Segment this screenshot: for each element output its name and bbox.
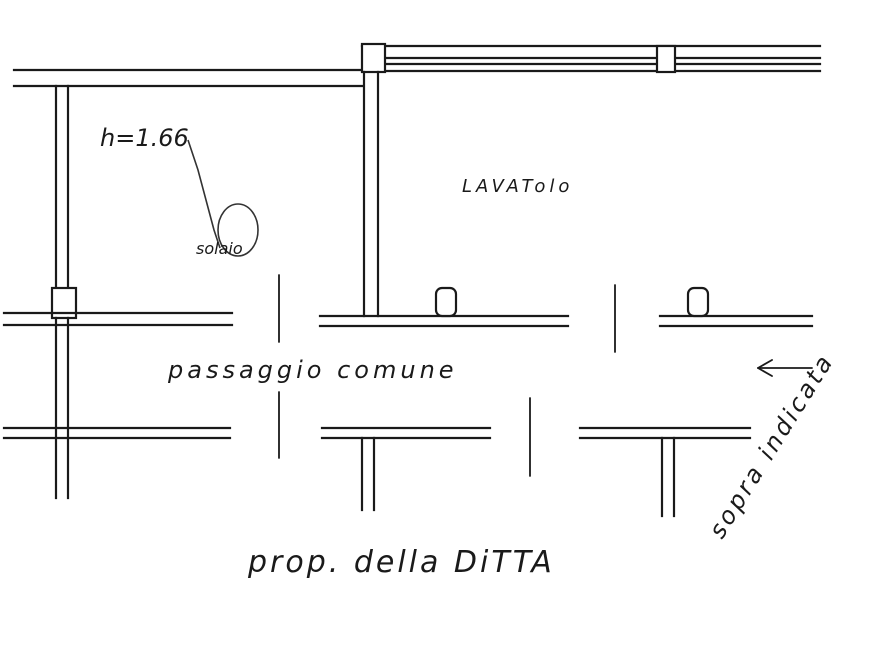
sopra-label: sopra indicata [703,348,839,543]
pillar-upper-right [686,286,710,318]
top-wall-left [12,68,364,88]
passaggio-label: passaggio comune [167,356,458,384]
pillar-upper-mid [434,286,458,318]
solaio-sketch [187,139,259,257]
arrow-left [757,359,813,377]
corridor-upper-wall [2,286,814,328]
top-wall-right [360,42,822,74]
door-markers [278,274,616,477]
corridor-lower-wall [2,426,752,518]
solaio-label: solaio [196,239,243,258]
proprieta-label: prop. della DiTTA [247,545,555,580]
pillar-top-right [655,44,677,74]
lavatoio-label: LAVATolo [462,176,573,197]
left-vertical-wall [50,84,78,500]
pillar-top-left [360,42,387,74]
height-label: h=1.66 [100,124,189,152]
lavatoio-west-wall [362,70,380,318]
